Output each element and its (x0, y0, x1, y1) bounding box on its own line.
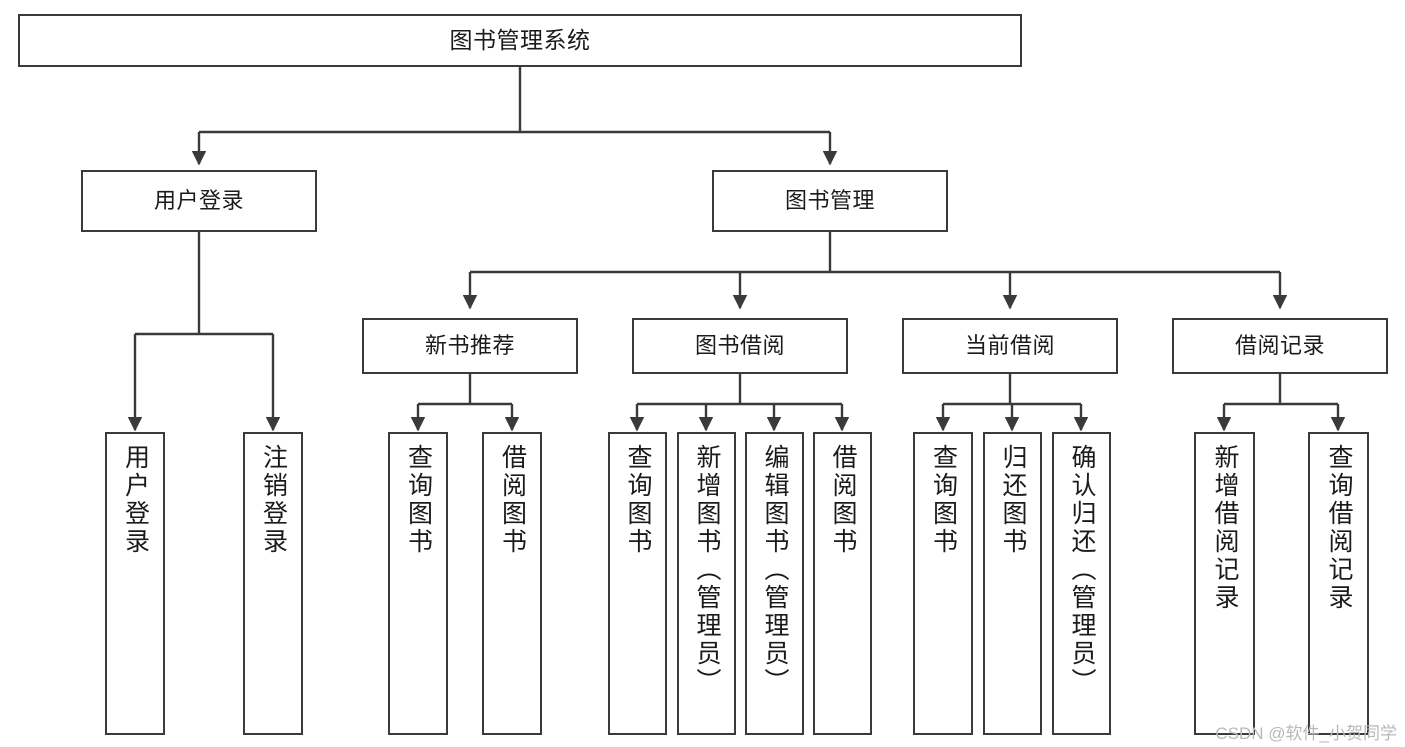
node-label: 确认归还（管理员） (1068, 444, 1096, 696)
leaf-edit-book-admin[interactable]: 编辑图书（管理员） (745, 432, 804, 735)
node-label: 图书管理 (784, 187, 875, 213)
node-current-borrow[interactable]: 当前借阅 (902, 318, 1118, 374)
node-label: 当前借阅 (964, 332, 1055, 358)
node-label: 归还图书 (999, 444, 1027, 556)
node-new-book-recommend[interactable]: 新书推荐 (362, 318, 578, 374)
node-label: 用户登录 (153, 187, 244, 213)
csdn-watermark: CSDN @软件_小贺同学 (1215, 724, 1397, 743)
node-label: 图书管理系统 (449, 26, 591, 53)
node-book-borrow[interactable]: 图书借阅 (632, 318, 848, 374)
node-label: 查询图书 (624, 444, 652, 556)
node-label: 借阅记录 (1234, 332, 1325, 358)
leaf-query-borrow-record[interactable]: 查询借阅记录 (1308, 432, 1369, 735)
node-borrow-record[interactable]: 借阅记录 (1172, 318, 1388, 374)
node-label: 新增借阅记录 (1211, 444, 1239, 612)
node-label: 借阅图书 (829, 444, 857, 556)
node-label: 借阅图书 (498, 444, 527, 556)
leaf-add-borrow-record[interactable]: 新增借阅记录 (1194, 432, 1255, 735)
leaf-return-book[interactable]: 归还图书 (983, 432, 1042, 735)
node-user-login[interactable]: 用户登录 (81, 170, 317, 232)
node-label: 查询图书 (929, 444, 958, 556)
node-root-system[interactable]: 图书管理系统 (18, 14, 1022, 67)
node-book-management[interactable]: 图书管理 (712, 170, 948, 232)
node-label: 图书借阅 (694, 332, 785, 358)
node-label: 用户登录 (121, 444, 150, 556)
leaf-query-book-recommend[interactable]: 查询图书 (388, 432, 448, 735)
node-label: 查询借阅记录 (1325, 444, 1353, 612)
leaf-add-book-admin[interactable]: 新增图书（管理员） (677, 432, 736, 735)
node-label: 查询图书 (404, 444, 433, 556)
leaf-user-login[interactable]: 用户登录 (105, 432, 165, 735)
node-label: 编辑图书（管理员） (761, 444, 789, 696)
leaf-borrow-book-recommend[interactable]: 借阅图书 (482, 432, 542, 735)
leaf-borrow-book[interactable]: 借阅图书 (813, 432, 872, 735)
leaf-query-book-borrow[interactable]: 查询图书 (608, 432, 667, 735)
leaf-query-book-current[interactable]: 查询图书 (913, 432, 973, 735)
node-label: 新增图书（管理员） (693, 444, 721, 696)
node-label: 注销登录 (259, 444, 288, 556)
node-label: 新书推荐 (424, 332, 515, 358)
leaf-logout[interactable]: 注销登录 (243, 432, 303, 735)
leaf-confirm-return-admin[interactable]: 确认归还（管理员） (1052, 432, 1111, 735)
